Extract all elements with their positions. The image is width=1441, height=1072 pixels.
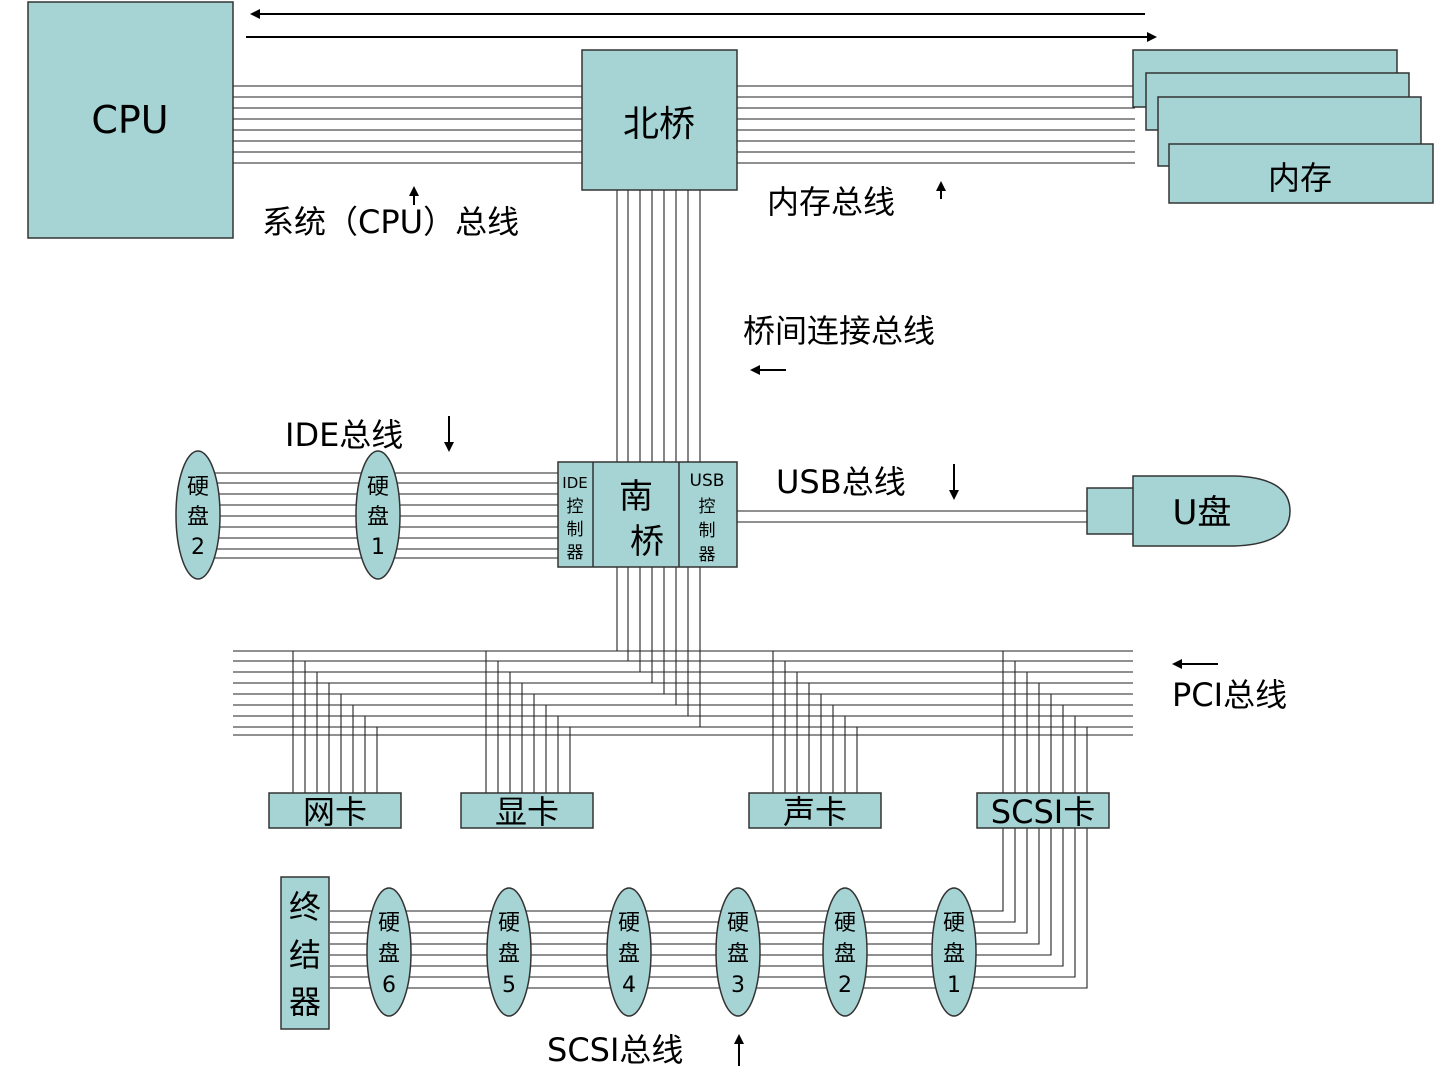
svg-text:硬: 硬 bbox=[834, 911, 856, 936]
usb-controller-l4: 器 bbox=[699, 545, 716, 565]
ide-controller-l1: IDE bbox=[562, 474, 587, 492]
cpu-box bbox=[27, 1, 234, 239]
svg-text:2: 2 bbox=[838, 973, 852, 998]
svg-text:4: 4 bbox=[622, 973, 636, 998]
scsi-bus-label: SCSI总线 bbox=[547, 1031, 683, 1069]
usb-bus-label: USB总线 bbox=[776, 463, 906, 501]
terminator-box bbox=[280, 876, 330, 1030]
south-bridge-box bbox=[557, 461, 738, 568]
svg-text:硬: 硬 bbox=[943, 911, 965, 936]
svg-text:硬: 硬 bbox=[378, 911, 400, 936]
pci-bus-lines bbox=[233, 650, 1133, 736]
scsi-disk-6: 硬 盘 6 bbox=[366, 887, 412, 1017]
svg-text:盘: 盘 bbox=[378, 942, 400, 967]
usb-disk-body bbox=[1132, 475, 1291, 547]
usb-plug bbox=[1086, 487, 1135, 535]
network-card-label: 网卡 bbox=[303, 793, 367, 831]
usb-bus-lines bbox=[737, 510, 1087, 523]
usb-disk-label: U盘 bbox=[1173, 493, 1232, 533]
sound-card-label: 声卡 bbox=[783, 793, 847, 831]
memory-modules bbox=[1132, 49, 1434, 204]
north-bridge-box bbox=[581, 49, 738, 191]
display-card-box bbox=[460, 792, 594, 829]
svg-text:盘: 盘 bbox=[187, 505, 209, 530]
svg-text:盘: 盘 bbox=[727, 942, 749, 967]
network-card-box bbox=[268, 792, 402, 829]
ide-bus-label: IDE总线 bbox=[285, 416, 403, 454]
svg-text:硬: 硬 bbox=[187, 475, 209, 500]
scsi-disk-1: 硬 盘 1 bbox=[931, 887, 977, 1017]
svg-text:盘: 盘 bbox=[367, 505, 389, 530]
bridge-bus-lines bbox=[616, 190, 701, 462]
svg-text:硬: 硬 bbox=[498, 911, 520, 936]
pci-bus-label: PCI总线 bbox=[1172, 676, 1287, 714]
south-bridge-l2: 桥 bbox=[630, 522, 664, 562]
usb-controller-l3: 制 bbox=[699, 521, 716, 541]
scsi-card-box bbox=[976, 792, 1110, 829]
ide-controller-l2: 控 bbox=[567, 497, 584, 517]
usb-controller-l1: USB bbox=[690, 471, 725, 491]
ide-controller-l4: 器 bbox=[567, 543, 584, 563]
scsi-chain-lines bbox=[330, 828, 1088, 989]
north-bridge-label: 北桥 bbox=[623, 104, 695, 145]
memory-bus-label: 内存总线 bbox=[767, 183, 895, 221]
scsi-disk-4: 硬 盘 4 bbox=[606, 887, 652, 1017]
svg-text:1: 1 bbox=[371, 535, 385, 560]
ide-disk-2: 硬 盘 2 bbox=[175, 450, 221, 580]
svg-text:盘: 盘 bbox=[498, 942, 520, 967]
svg-text:硬: 硬 bbox=[618, 911, 640, 936]
terminator-l3: 器 bbox=[289, 983, 321, 1021]
memory-bus-lines bbox=[737, 85, 1135, 164]
south-to-pci-lines bbox=[616, 567, 701, 727]
svg-text:2: 2 bbox=[191, 535, 205, 560]
system-bus-lines bbox=[233, 85, 582, 164]
pci-drops-network bbox=[292, 651, 378, 793]
usb-controller-l2: 控 bbox=[699, 497, 716, 517]
memory-label: 内存 bbox=[1268, 159, 1332, 197]
cpu-label: CPU bbox=[91, 98, 168, 142]
ide-disk-1: 硬 盘 1 bbox=[355, 450, 401, 580]
svg-text:盘: 盘 bbox=[943, 942, 965, 967]
svg-text:盘: 盘 bbox=[618, 942, 640, 967]
svg-text:盘: 盘 bbox=[834, 942, 856, 967]
system-bus-label: 系统（CPU）总线 bbox=[262, 203, 519, 241]
svg-text:1: 1 bbox=[947, 973, 961, 998]
svg-text:硬: 硬 bbox=[727, 911, 749, 936]
scsi-disk-3: 硬 盘 3 bbox=[715, 887, 761, 1017]
pci-drops-display bbox=[485, 651, 571, 793]
svg-text:3: 3 bbox=[731, 973, 745, 998]
display-card-label: 显卡 bbox=[495, 793, 559, 831]
scsi-card-label: SCSI卡 bbox=[991, 793, 1095, 831]
pci-drops-sound bbox=[772, 651, 858, 793]
bridge-bus-label: 桥间连接总线 bbox=[743, 312, 935, 350]
terminator-l2: 结 bbox=[289, 936, 321, 974]
scsi-disk-2: 硬 盘 2 bbox=[822, 887, 868, 1017]
svg-text:硬: 硬 bbox=[367, 475, 389, 500]
sound-card-box bbox=[748, 792, 882, 829]
south-bridge-l1: 南 bbox=[619, 477, 653, 517]
svg-text:6: 6 bbox=[382, 973, 396, 998]
terminator-l1: 终 bbox=[289, 888, 321, 926]
pci-drops-scsi bbox=[1002, 651, 1088, 793]
scsi-disk-5: 硬 盘 5 bbox=[486, 887, 532, 1017]
svg-text:5: 5 bbox=[502, 973, 516, 998]
ide-controller-l3: 制 bbox=[567, 520, 584, 540]
